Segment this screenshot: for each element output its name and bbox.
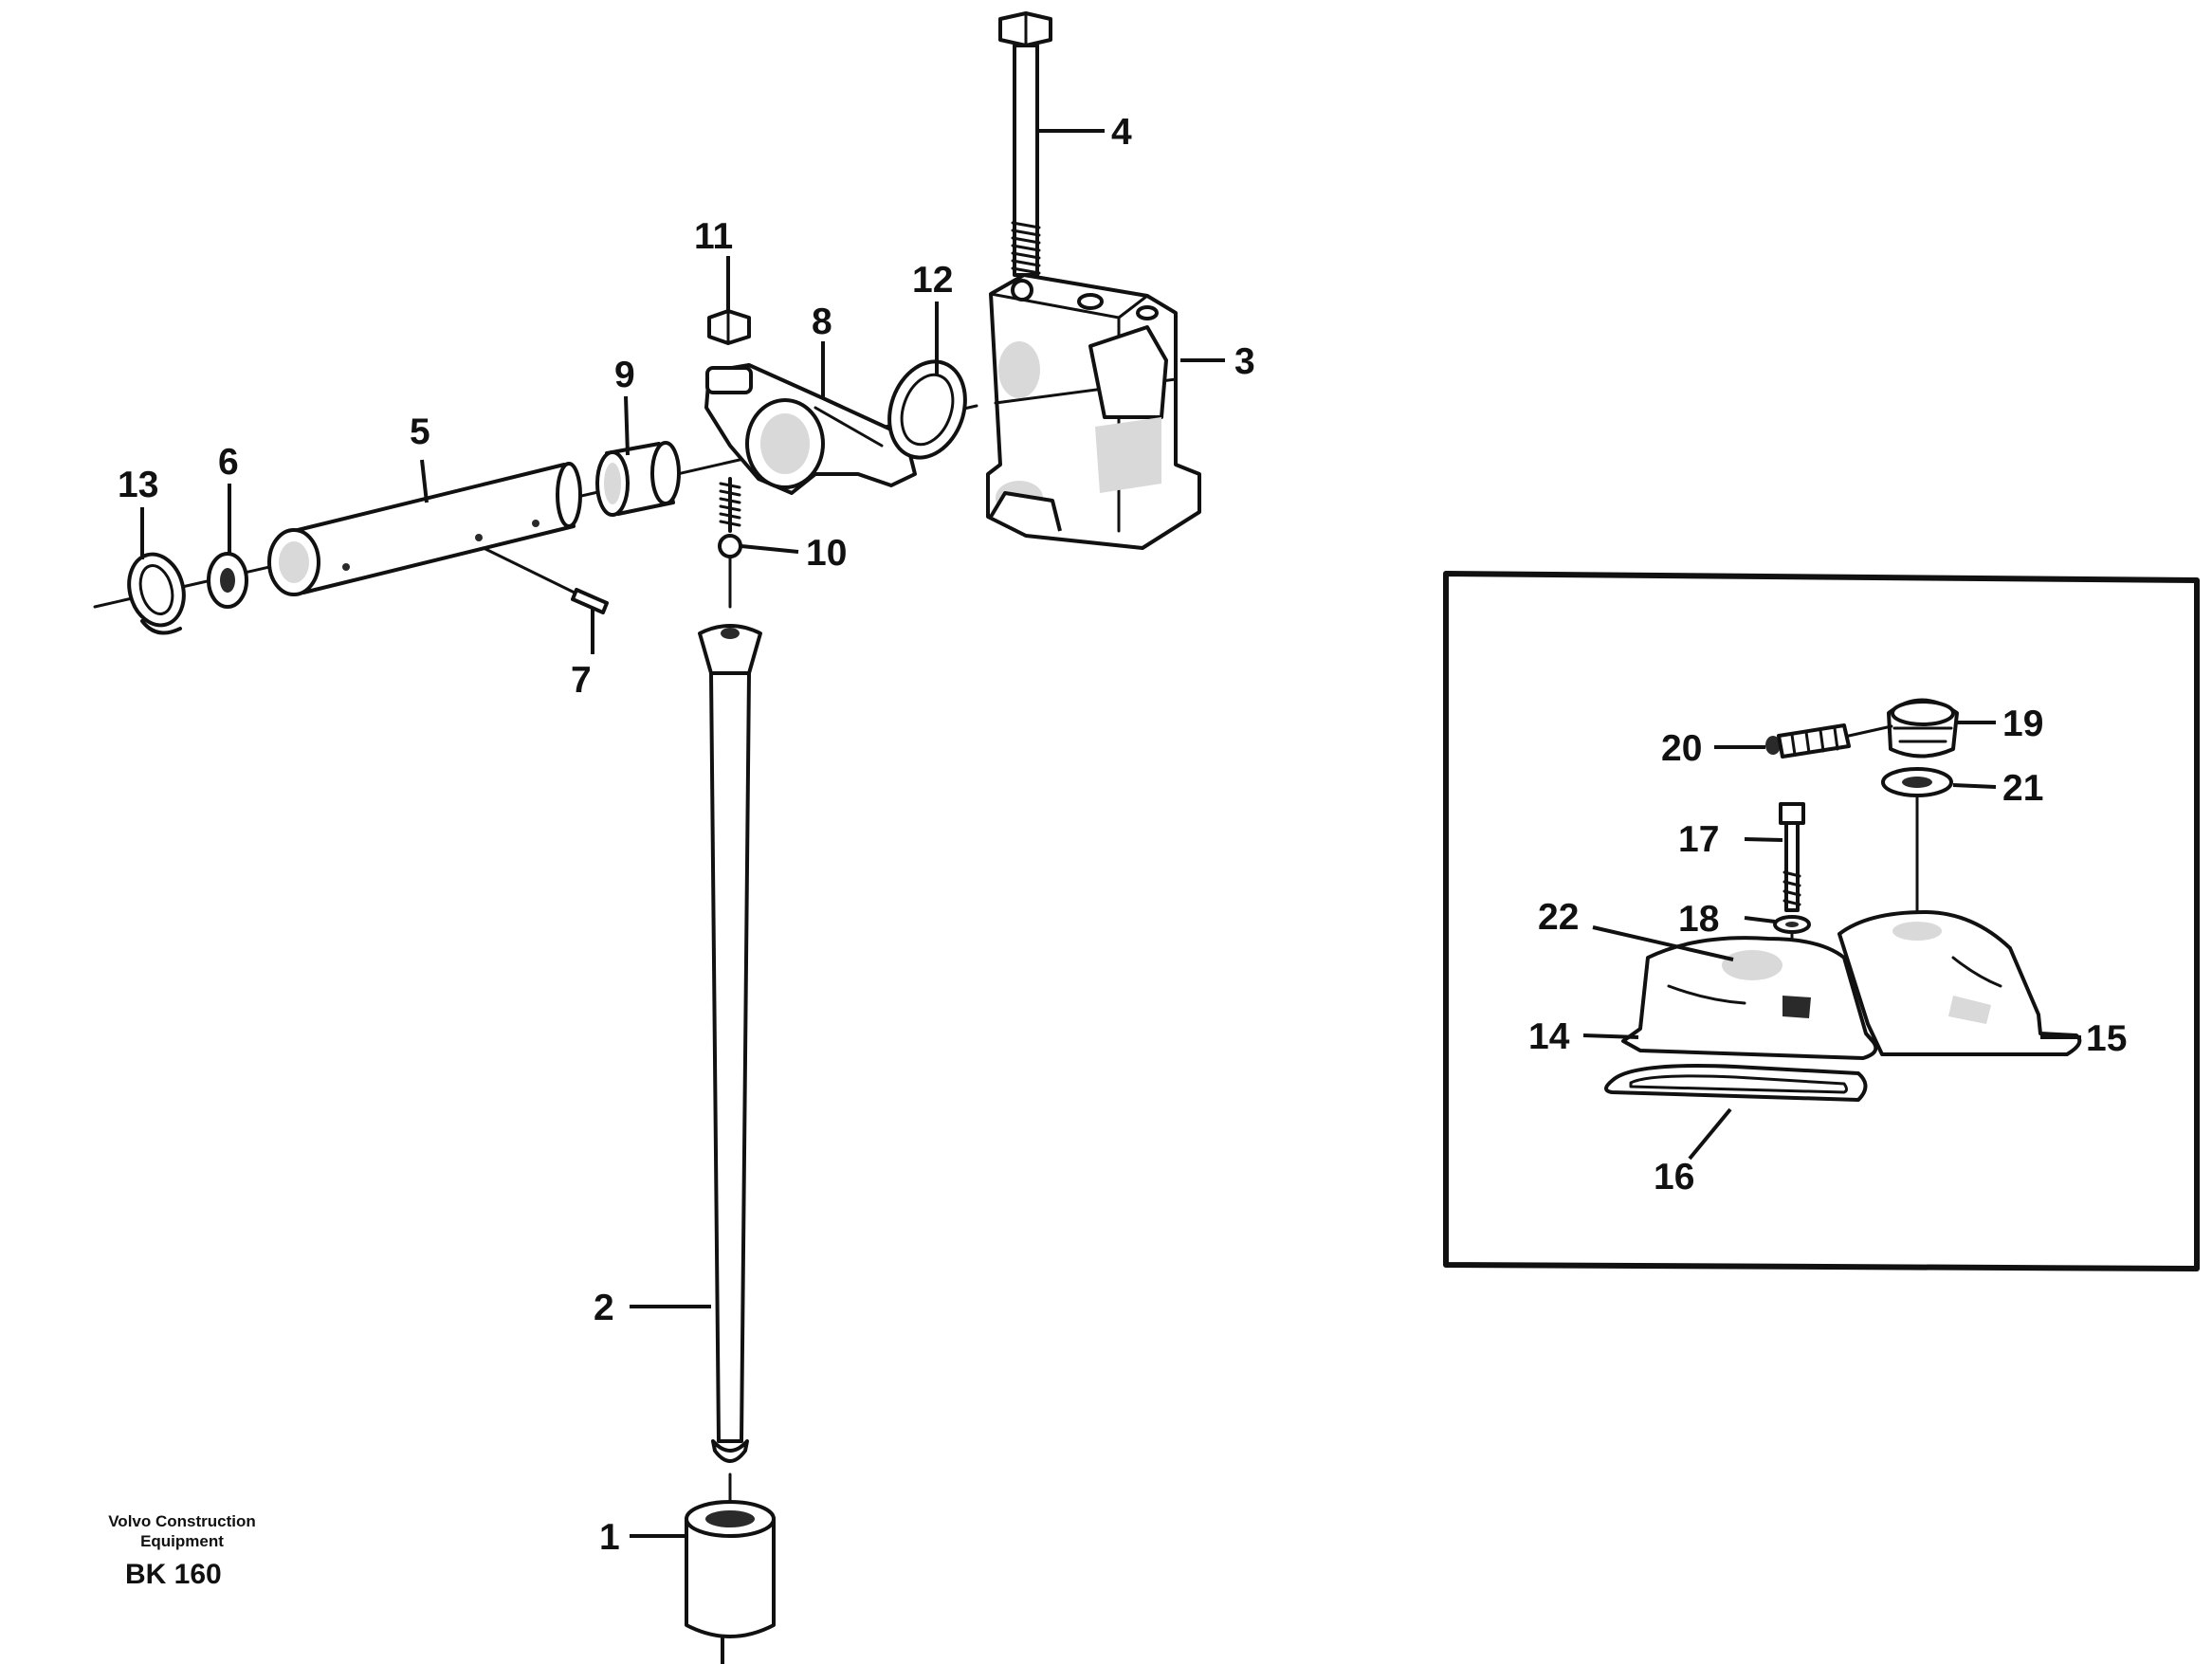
callout-17: 17 xyxy=(1678,819,1719,860)
callout-5: 5 xyxy=(410,411,430,452)
part-8-rocker-arm xyxy=(704,363,917,495)
part-1-valve-tappet xyxy=(685,1472,776,1664)
part-12-sealing-ring xyxy=(887,359,967,460)
part-14-rocker-cover xyxy=(1621,936,1878,1060)
part-16-gasket xyxy=(1604,1064,1868,1102)
callout-22: 22 xyxy=(1538,897,1579,938)
drawing-code: BK 160 xyxy=(125,1559,222,1590)
callout-15: 15 xyxy=(2086,1018,2127,1059)
callout-9: 9 xyxy=(614,355,635,395)
part-9-bushing xyxy=(595,441,681,517)
callout-8: 8 xyxy=(812,302,832,342)
callout-14: 14 xyxy=(1528,1016,1570,1057)
part-4-bolt xyxy=(998,11,1052,277)
callouts-main: 1 2 3 4 5 6 7 8 9 10 11 12 13 xyxy=(118,112,1255,1558)
part-21-seal-washer xyxy=(1881,767,1953,917)
part-13-circlip xyxy=(127,552,186,635)
callout-18: 18 xyxy=(1678,899,1719,940)
callout-19: 19 xyxy=(2002,704,2043,744)
callout-12: 12 xyxy=(912,260,953,301)
callout-16: 16 xyxy=(1654,1157,1694,1198)
footer-brand: Volvo Construction Equipment BK 160 xyxy=(108,1512,256,1590)
callout-7: 7 xyxy=(571,660,592,701)
leader-lines-main xyxy=(140,129,1225,1538)
part-7-pin xyxy=(482,546,609,614)
callout-4: 4 xyxy=(1111,112,1132,153)
part-6-washer xyxy=(207,552,248,609)
callout-3: 3 xyxy=(1234,341,1255,382)
callout-1: 1 xyxy=(599,1517,620,1558)
callout-2: 2 xyxy=(594,1288,614,1328)
leader-lines-inset xyxy=(1582,721,2081,1161)
callouts-inset: 20 19 21 17 18 22 14 15 16 xyxy=(1528,704,2127,1198)
part-11-nut xyxy=(707,309,751,345)
part-19-filler-cap xyxy=(1887,698,1959,759)
part-15-rocker-cover xyxy=(1837,910,2082,1056)
callout-21: 21 xyxy=(2002,768,2043,809)
part-5-rocker-shaft xyxy=(267,462,582,596)
part-10-adjusting-screw xyxy=(718,477,742,609)
callout-11: 11 xyxy=(694,216,733,257)
brand-line-1: Volvo Construction xyxy=(108,1512,256,1530)
brand-line-2: Equipment xyxy=(140,1532,224,1550)
inset-rocker-cover: 20 19 21 17 18 22 14 15 16 xyxy=(1443,571,2200,1271)
callout-10: 10 xyxy=(806,533,847,574)
part-2-push-rod xyxy=(698,624,762,1463)
callout-13: 13 xyxy=(118,465,158,505)
callout-20: 20 xyxy=(1661,728,1702,769)
part-3-rocker-bracket xyxy=(986,273,1201,550)
callout-6: 6 xyxy=(218,442,239,483)
part-20-screw xyxy=(1765,723,1893,759)
part-17-bolt xyxy=(1779,802,1805,912)
